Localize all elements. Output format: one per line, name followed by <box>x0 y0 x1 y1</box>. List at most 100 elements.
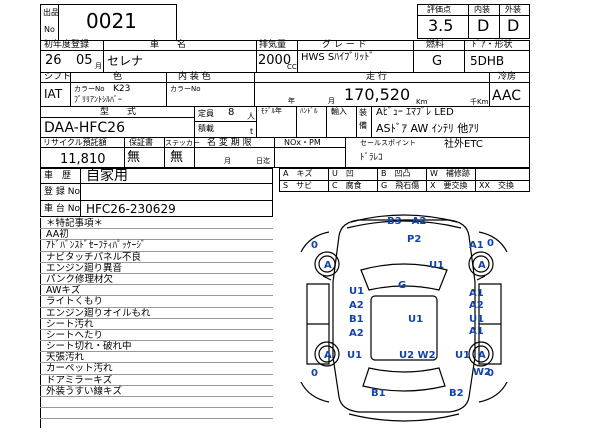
engine-cc: 2000 <box>258 53 292 68</box>
rating-label: 評価点 <box>427 5 451 14</box>
note-item: パンク修理材欠 <box>46 273 113 285</box>
interior-rating: D <box>477 16 490 35</box>
reg-year: 26 <box>45 53 62 68</box>
model-label: 型 式 <box>100 107 137 117</box>
cc-label: 排気量 <box>259 40 287 50</box>
equipment-line-2: ASﾄﾞｱ AW ｲﾝﾃﾘ 他ｱﾘ <box>376 122 480 135</box>
sales-point-1: 社外ETC <box>444 139 483 150</box>
mark-b2-rear: B2 <box>449 388 464 399</box>
grade-label: グ レ ー ド <box>322 40 367 50</box>
lot-label-2: No <box>44 25 55 34</box>
cc-unit: CC <box>287 63 297 71</box>
color-name: ﾌﾞﾘﾘｱﾝﾄｼﾙﾊﾞｰ <box>74 95 122 104</box>
legend-g: G 飛石傷 <box>381 181 420 190</box>
rear-bumper-outline <box>348 413 460 422</box>
notes-title: ＊特記事項＊ <box>46 218 104 229</box>
wheel-rear-left <box>314 341 340 367</box>
load-label: 積載 <box>198 124 214 133</box>
warranty: 無 <box>127 150 141 165</box>
mark-a2-left-2: A2 <box>349 328 364 339</box>
mark-u1-left-1: U1 <box>349 286 364 297</box>
sticker: 無 <box>170 150 184 165</box>
mark-b1-left: B1 <box>349 314 364 325</box>
mark-a-fr: A <box>478 260 486 271</box>
int-color-no-label: カラーNo <box>170 85 201 93</box>
sticker-label: ステッカー <box>165 139 200 147</box>
legend-b: B 凹凸 <box>381 169 411 178</box>
color-no-label: カラーNo <box>74 85 105 93</box>
note-item: エンジン廻りオイルもれ <box>46 307 151 319</box>
mark-a2-left-1: A2 <box>349 300 364 311</box>
mark-w2-rear-right: W2 <box>473 367 491 378</box>
lot-number: 0021 <box>86 9 137 33</box>
handle-label: ﾊﾝﾄﾞﾙ <box>300 107 318 115</box>
wheel-front-right <box>468 251 494 277</box>
note-item: AWキズ <box>46 285 81 297</box>
warranty-label: 保証書 <box>129 138 153 147</box>
mark-a-rr: A <box>478 350 486 361</box>
mark-u1-rear-right: U1 <box>455 350 470 361</box>
fuel: G <box>432 54 443 69</box>
mark-u1-center: U1 <box>408 314 423 325</box>
wheel-front-left <box>314 251 340 277</box>
door-shape: 5DHB <box>470 54 505 68</box>
interior-rating-label: 内装 <box>474 5 490 14</box>
air-conditioner: AAC <box>492 88 522 104</box>
note-item: カーペット汚れ <box>46 363 113 375</box>
note-item: ライトくもり <box>46 296 104 308</box>
legend-xx: XX 交換 <box>479 181 514 190</box>
mark-a2-right-1: A2 <box>469 300 484 311</box>
shift: IAT <box>44 87 63 101</box>
note-item: 外装うすい線キズ <box>46 385 123 397</box>
legend-x: X 要交換 <box>430 181 468 190</box>
note-item: ナビタッチパネル不良 <box>46 251 142 263</box>
rear-glass-outline <box>362 367 446 392</box>
mark-u1-rear-left: U1 <box>347 350 362 361</box>
model-year-label: ﾓﾃﾞﾙ年 <box>261 107 282 115</box>
chassis-number: HFC26-230629 <box>86 202 176 216</box>
note-item: 天張汚れ <box>46 352 85 364</box>
color-no: K23 <box>113 84 131 94</box>
reg-month: 05 <box>76 53 93 68</box>
int-color-label: 内 装 色 <box>178 72 211 82</box>
reg-label: 初年度登録 <box>44 40 90 50</box>
legend-a: A キズ <box>283 169 313 178</box>
mark-zero-fr: 0 <box>487 238 494 249</box>
capacity-unit: 人 <box>247 112 255 121</box>
note-item: ｱﾄﾞﾊﾞﾝｽﾄﾞｾｰﾌﾃｨﾊﾟｯｹｰｼﾞ <box>46 240 146 252</box>
note-item: シートへたり <box>46 329 104 341</box>
car-name: セレナ <box>107 54 144 68</box>
right-side-outline <box>478 283 502 365</box>
mark-a-fl: A <box>324 260 332 271</box>
mileage-label: 走 行 <box>366 72 387 82</box>
color-label: 色 <box>113 72 123 82</box>
reg-no-label: 登 録 No <box>44 187 80 197</box>
ac-label: 冷房 <box>498 72 517 82</box>
overall-rating: 3.5 <box>428 16 454 35</box>
mark-a1-right-2: A1 <box>469 326 484 337</box>
legend-u: U 凹 <box>332 169 354 178</box>
note-item: シート切れ・破れ中 <box>46 341 132 353</box>
chassis-label: 車 台 No <box>44 204 80 214</box>
body-outline <box>332 219 476 413</box>
mark-b3a2: B3 A2 <box>387 216 426 227</box>
equipment-line-1: Aﾋﾞｭｰ ｴﾏﾌﾞﾚ LED <box>376 107 454 118</box>
note-item: AA初 <box>46 229 69 241</box>
legend-w: W 補修跡 <box>430 169 470 178</box>
equip-label-1: 装 <box>359 108 367 117</box>
mileage-month-unit: 月 <box>328 97 335 105</box>
load-unit: t <box>250 127 254 136</box>
capacity-label: 定員 <box>198 109 214 118</box>
mark-zero-rl: 0 <box>311 368 318 379</box>
thousand-km-unit: 千Km <box>470 98 489 106</box>
equip-label-2: 備 <box>359 121 367 130</box>
km-unit: Km <box>416 98 428 106</box>
note-item: ドアミラーキズ <box>46 374 113 386</box>
name-change-label: 名 変 期 限 <box>207 138 252 148</box>
mileage: 170,520 <box>344 85 411 104</box>
deadline-day-unit: 日迄 <box>256 157 270 165</box>
nox-label: NOx・PM <box>284 138 321 147</box>
recycle-label: リサイクル預託額 <box>43 138 107 147</box>
windshield-outline <box>360 263 448 291</box>
roof-outline <box>370 295 438 361</box>
